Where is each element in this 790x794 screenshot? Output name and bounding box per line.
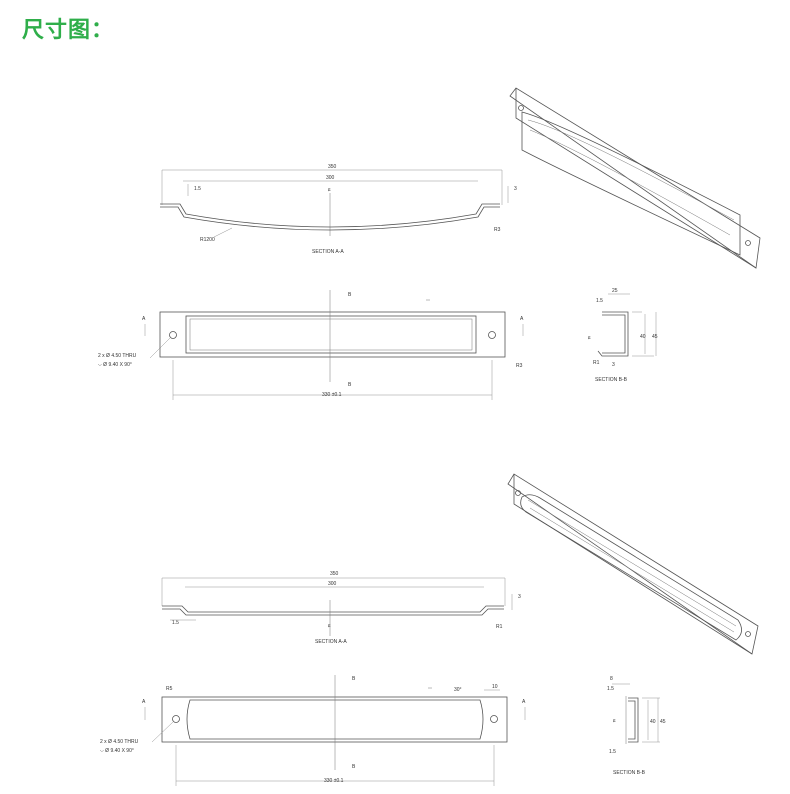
- hole-note-2: ⌵ Ø 9.40 X 90°: [98, 362, 132, 368]
- section-bb-2: 8 1.5 40 45 ɕ 1.5 SECTION B-B: [607, 676, 666, 776]
- dim-thickness: 1.5: [172, 620, 179, 626]
- dim-r: R1: [593, 360, 600, 366]
- dim-bottom: 1.5: [609, 749, 616, 755]
- dim-overall: 350: [330, 571, 339, 577]
- drawing-2: 350 300 3 1.5 ɕ R1 SECTION A-A B B A A: [100, 473, 759, 786]
- hole-note-2: ⌵ Ø 9.40 X 90°: [100, 748, 134, 754]
- hole-note-1: 2 x Ø 4.50 THRU: [100, 739, 139, 745]
- mark-b-bottom: B: [348, 382, 352, 388]
- mark-a-left: A: [142, 316, 146, 322]
- dim-corner: R3: [494, 227, 501, 233]
- dim-step: 3: [518, 594, 521, 600]
- section-label: SECTION A-A: [315, 639, 347, 645]
- centerline-mark: ɕ: [328, 187, 331, 193]
- dim-h2: 45: [660, 719, 666, 725]
- dim-h1: 40: [650, 719, 656, 725]
- section-label: SECTION B-B: [613, 770, 646, 776]
- mark-b-top: B: [348, 292, 352, 298]
- centerline-mark: ɕ: [328, 623, 331, 629]
- dim-radius: R1200: [200, 237, 215, 243]
- dim-angle: 30°: [454, 687, 462, 693]
- section-aa-1: 350 300 1.5 3 ɕ R1200 R3 SECTION A-A: [160, 164, 517, 255]
- page-title: 尺寸图：: [22, 18, 115, 43]
- isometric-view-2: [507, 473, 759, 655]
- isometric-view-1: [509, 87, 761, 269]
- section-aa-2: 350 300 3 1.5 ɕ R1 SECTION A-A: [161, 571, 521, 645]
- section-label: SECTION B-B: [595, 377, 628, 383]
- dim-bottom: 3: [612, 362, 615, 368]
- dim-corner: R3: [516, 363, 523, 369]
- mark-a-left: A: [142, 699, 146, 705]
- mark-b-bottom: B: [352, 764, 356, 770]
- section-bb-1: 25 1.5 40 45 ɕ R1 3 SECTION B-B: [588, 288, 658, 383]
- mark-a-right: A: [522, 699, 526, 705]
- dim-span: 330 ±0.1: [322, 392, 342, 398]
- dim-small: 10: [492, 684, 498, 690]
- dim-h2: 45: [652, 334, 658, 340]
- dim-step: 3: [514, 186, 517, 192]
- dim-thickness: 1.5: [194, 186, 201, 192]
- dim-top: 25: [612, 288, 618, 294]
- drawing-1: 350 300 1.5 3 ɕ R1200 R3 SECTION A-A: [98, 87, 761, 400]
- section-label: SECTION A-A: [312, 249, 344, 255]
- dim-inner: 300: [328, 581, 337, 587]
- dim-h1: 40: [640, 334, 646, 340]
- dim-overall: 350: [328, 164, 337, 170]
- centerline-mark: ɕ: [588, 335, 591, 341]
- dim-thickness: 1.5: [607, 686, 614, 692]
- mark-b-top: B: [352, 676, 356, 682]
- dim-inner: 300: [326, 175, 335, 181]
- dim-thickness: 1.5: [596, 298, 603, 304]
- plan-view-2: B B A A R5 30° 10 2 x Ø 4.50 THRU ⌵ Ø 9.…: [100, 675, 526, 786]
- hole-note-1: 2 x Ø 4.50 THRU: [98, 353, 137, 359]
- centerline-mark: ɕ: [613, 718, 616, 724]
- dim-corner: R1: [496, 624, 503, 630]
- dim-corner: R5: [166, 686, 173, 692]
- dim-top: 8: [610, 676, 613, 682]
- plan-view-1: B B A A 2 x Ø 4.50 THRU ⌵ Ø 9.40 X 90° R…: [98, 290, 524, 400]
- dim-span: 330 ±0.1: [324, 778, 344, 784]
- mark-a-right: A: [520, 316, 524, 322]
